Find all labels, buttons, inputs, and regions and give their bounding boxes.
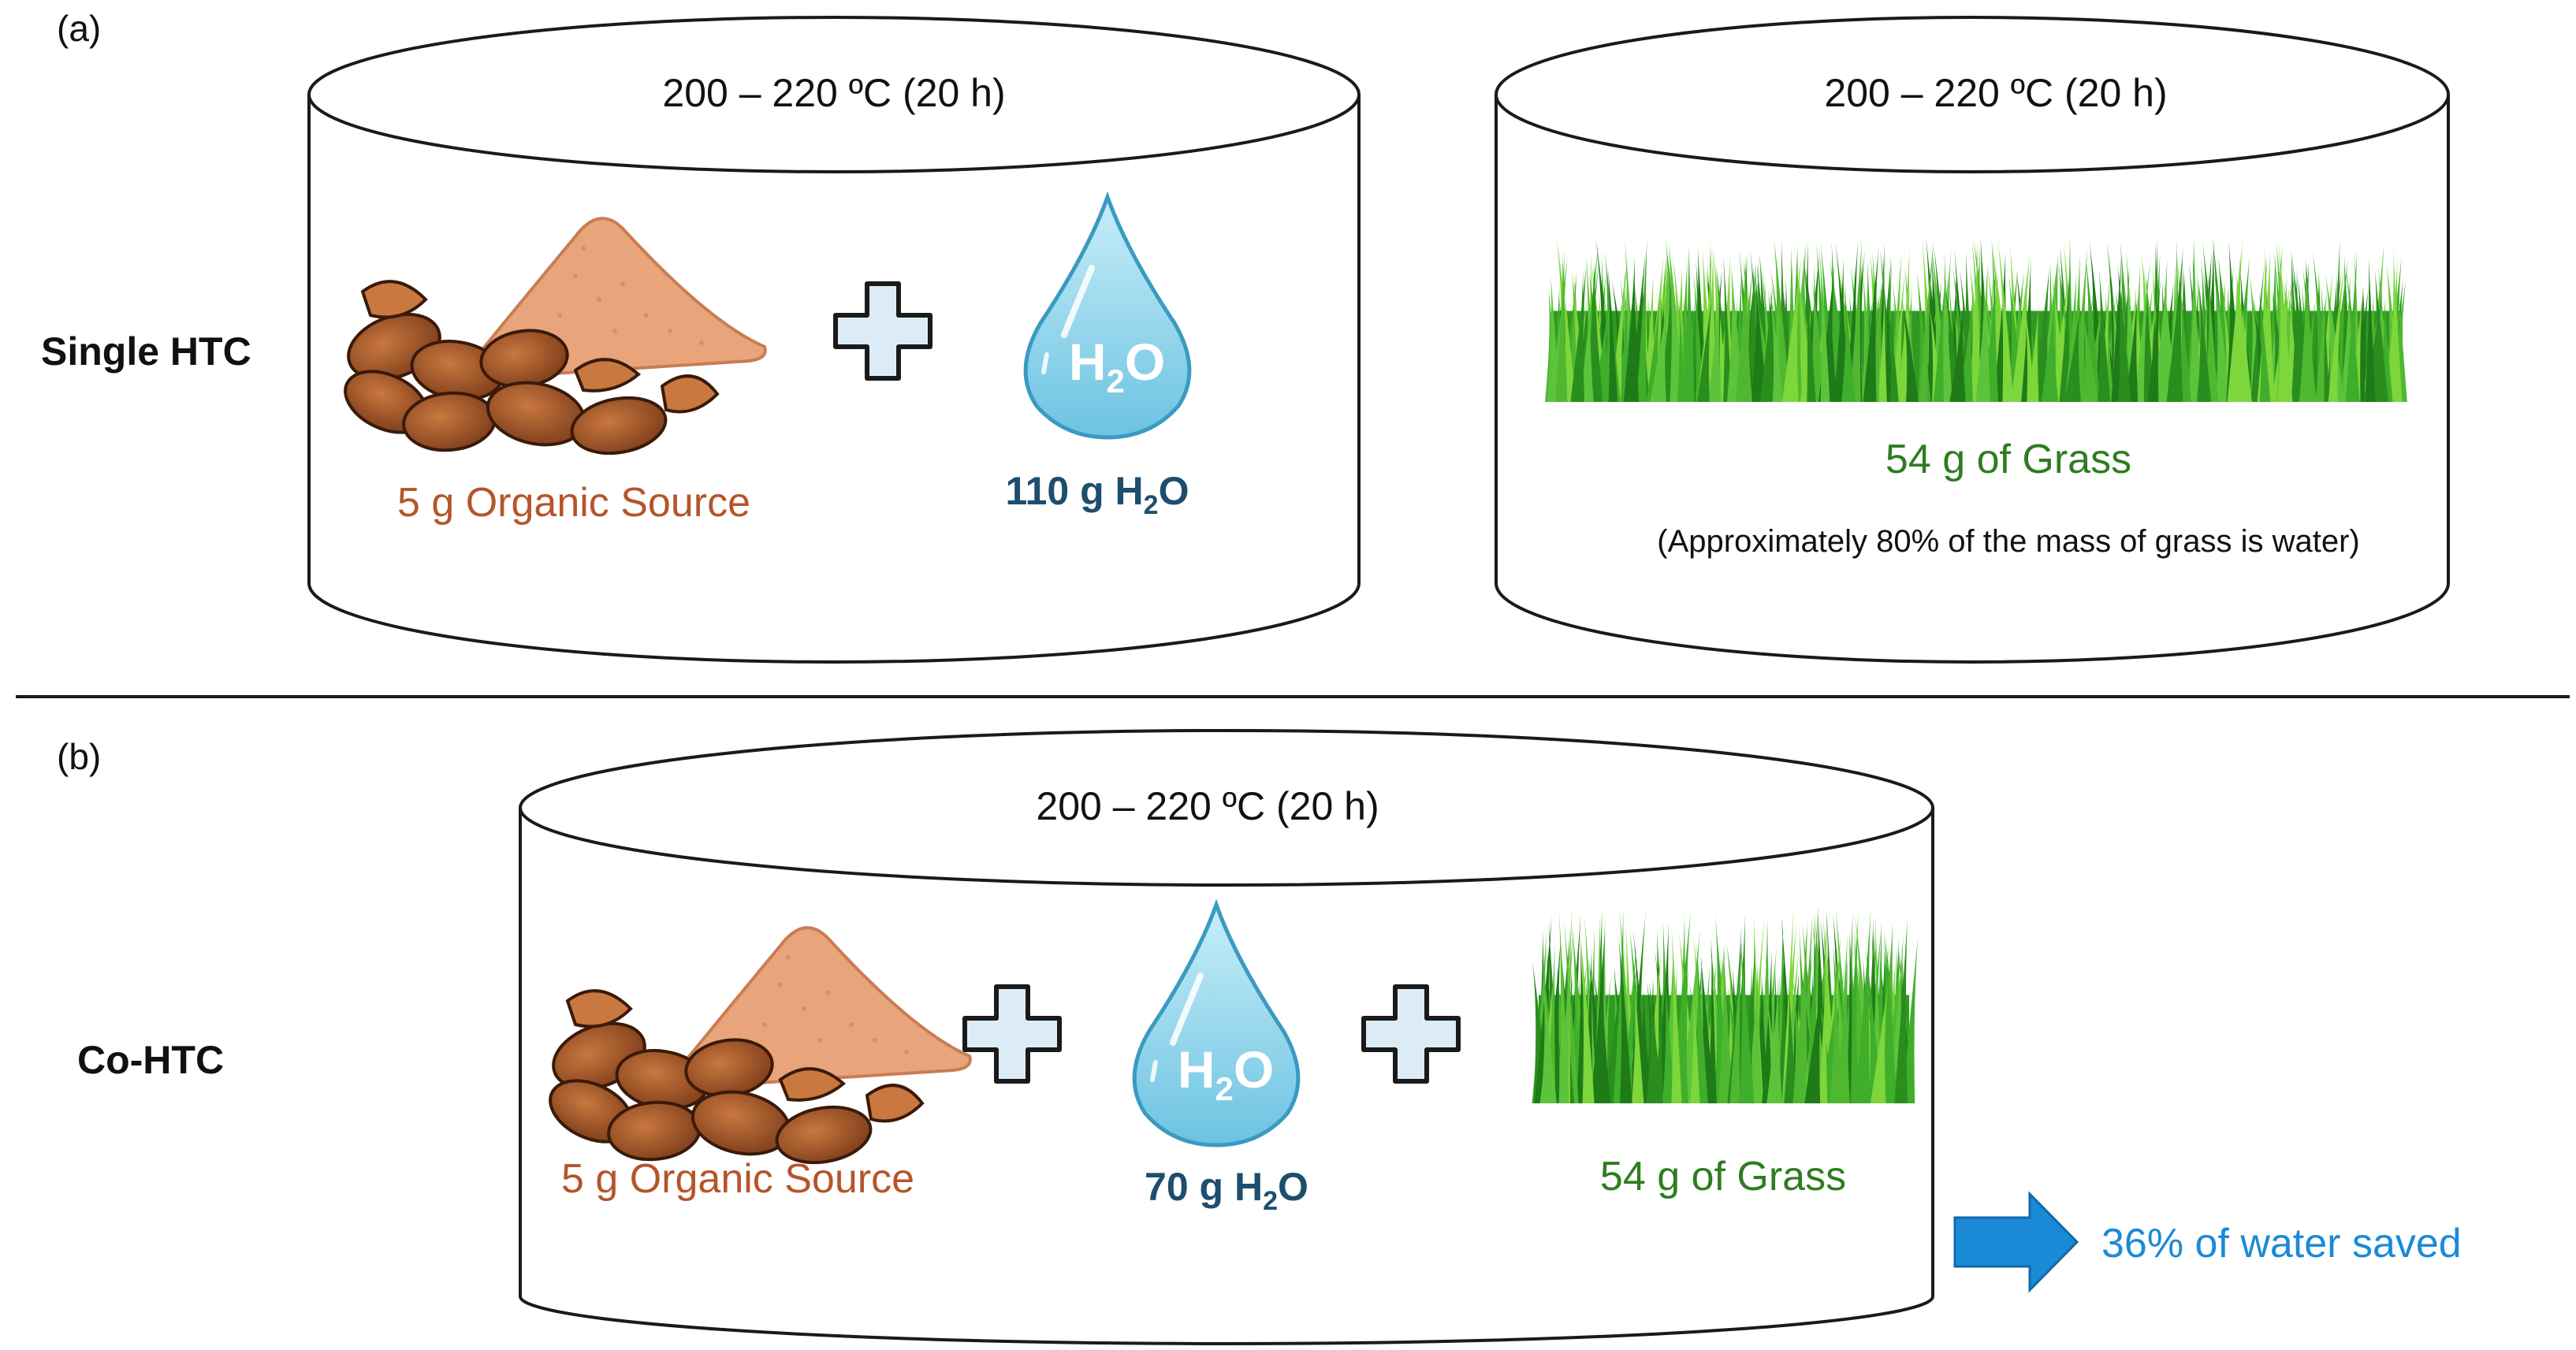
- row-label-single-htc: Single HTC: [41, 329, 251, 374]
- svg-text:H2O: H2O: [1178, 1040, 1274, 1107]
- grass-note: (Approximately 80% of the mass of grass …: [1657, 524, 2359, 559]
- right-arrow-icon: [1953, 1191, 2079, 1293]
- drop-o: O: [1125, 333, 1165, 391]
- row-label-co-htc: Co-HTC: [77, 1038, 224, 1082]
- drop-sub: 2: [1215, 1070, 1233, 1107]
- panel-a-label: (a): [57, 8, 101, 49]
- water-mass-label-a: 110 g H2O: [1006, 469, 1189, 520]
- svg-text:H2O: H2O: [1069, 333, 1165, 400]
- drop-sub: 2: [1106, 363, 1124, 400]
- grass-icon: [1532, 906, 1919, 1103]
- water-sub-a: 2: [1144, 490, 1159, 520]
- water-sub-b: 2: [1263, 1186, 1278, 1216]
- drop-o: O: [1234, 1040, 1274, 1099]
- reactor-1-temperature: 200 – 220 ºC (20 h): [662, 71, 1005, 115]
- grass-icon: [1545, 236, 2407, 402]
- water-mass-label-b: 70 g H2O: [1145, 1165, 1308, 1216]
- organic-label-b: 5 g Organic Source: [561, 1156, 914, 1202]
- water-tail-b: O: [1278, 1165, 1308, 1209]
- grass-label-a: 54 g of Grass: [1885, 437, 2131, 482]
- reactor-co-htc-temperature: 200 – 220 ºC (20 h): [1036, 784, 1379, 828]
- reactor-2-temperature: 200 – 220 ºC (20 h): [1824, 71, 2167, 115]
- water-mass-a: 110 g H: [1006, 469, 1144, 513]
- panel-b-label: (b): [57, 736, 101, 777]
- water-tail-a: O: [1159, 469, 1189, 513]
- water-drop-icon: H2O: [1134, 905, 1298, 1145]
- grass-label-b: 54 g of Grass: [1600, 1154, 1846, 1199]
- drop-h: H: [1178, 1040, 1215, 1099]
- organic-label-a: 5 g Organic Source: [397, 480, 750, 526]
- savings-label: 36% of water saved: [2101, 1221, 2462, 1266]
- water-mass-b: 70 g H: [1145, 1165, 1263, 1209]
- water-drop-icon: H2O: [1026, 197, 1189, 437]
- drop-h: H: [1069, 333, 1107, 391]
